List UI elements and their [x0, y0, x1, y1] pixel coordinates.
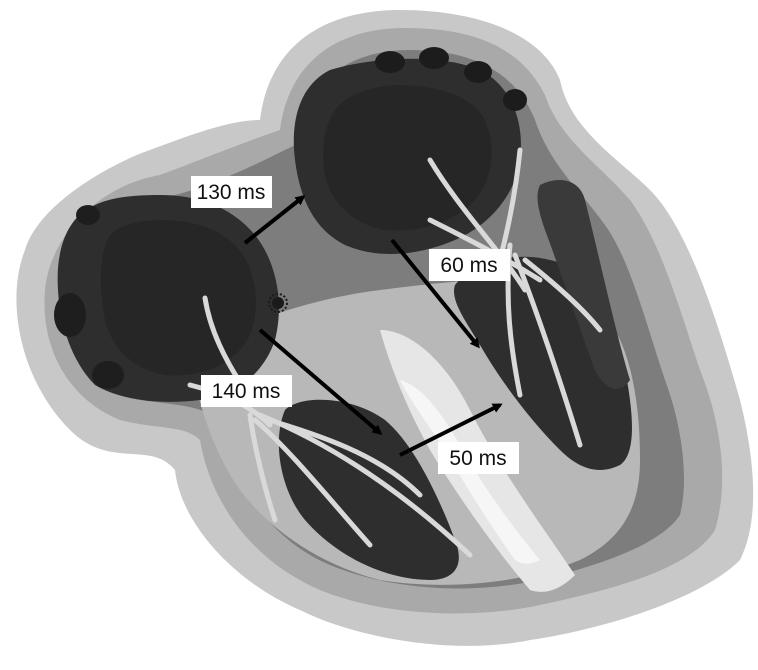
pulmonary-vein-opening	[464, 61, 492, 83]
right-atrium-core	[101, 220, 256, 375]
sinoatrial-node	[272, 297, 284, 309]
timing-label-text: 130 ms	[197, 181, 266, 204]
timing-label-a: 130 ms	[191, 176, 272, 208]
pulmonary-vein-opening	[503, 89, 527, 111]
coronary-sinus-opening	[92, 361, 124, 389]
pulmonary-vein-opening	[375, 51, 405, 73]
pulmonary-vein-opening	[419, 47, 449, 69]
timing-label-b: 60 ms	[429, 249, 510, 281]
svc-opening	[76, 205, 100, 225]
timing-label-text: 140 ms	[212, 380, 281, 403]
timing-label-c: 140 ms	[201, 375, 292, 407]
timing-label-text: 60 ms	[440, 254, 497, 277]
timing-label-d: 50 ms	[438, 442, 519, 474]
ivc-opening	[54, 293, 86, 337]
timing-label-text: 50 ms	[449, 447, 506, 470]
